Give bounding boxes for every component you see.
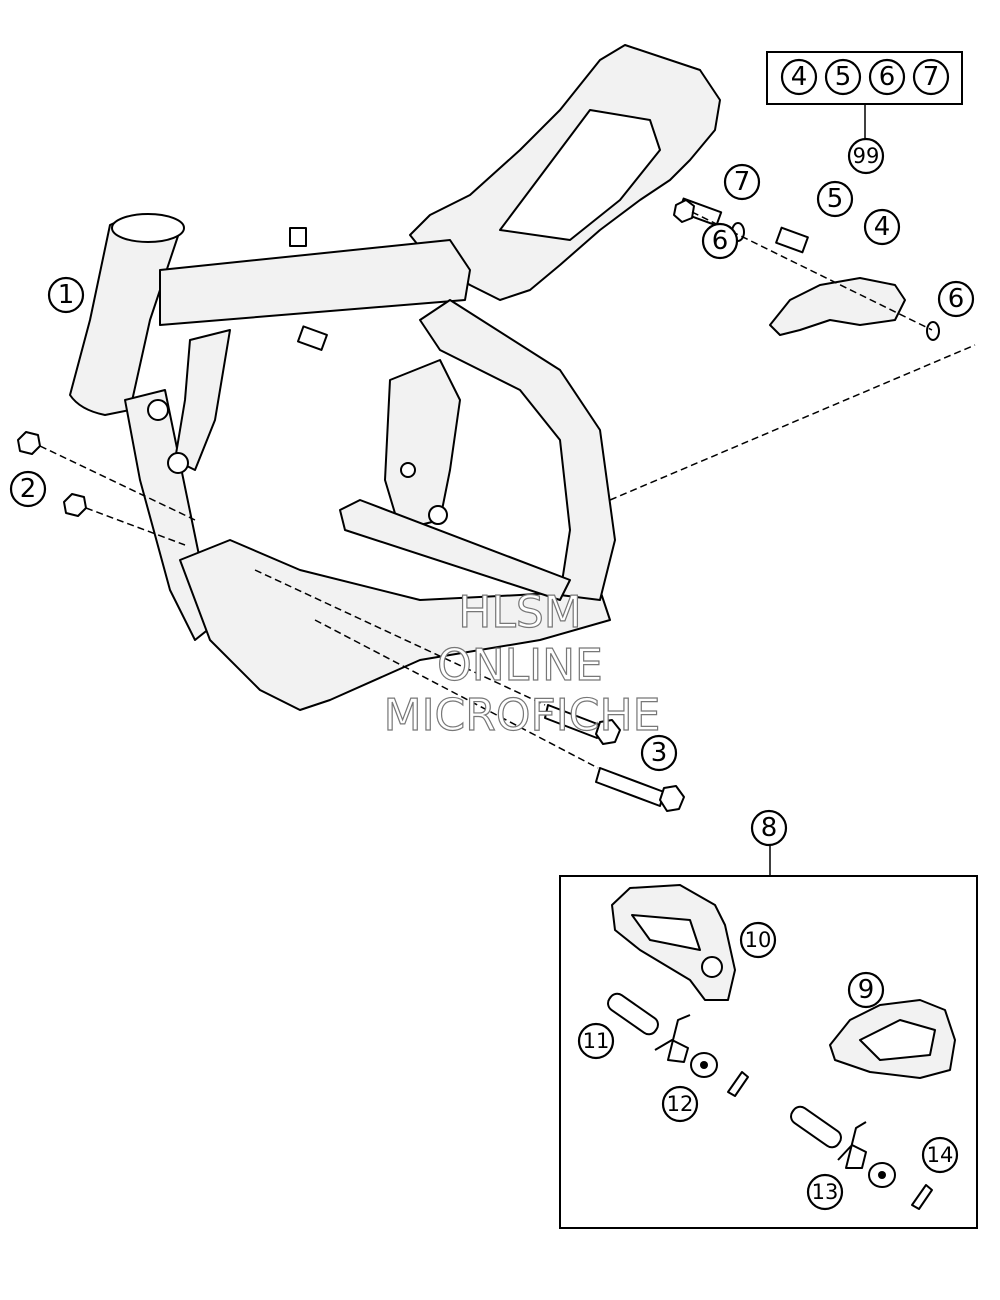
pin-part-13 <box>790 1105 842 1149</box>
callout-6-right[interactable]: 6 <box>937 280 975 318</box>
callout-1[interactable]: 1 <box>47 276 85 314</box>
cotter-pin-right <box>911 1184 933 1210</box>
watermark-line-1: HLSM <box>458 587 582 638</box>
callout-11[interactable]: 11 <box>577 1022 615 1060</box>
frame-drawing <box>69 44 721 711</box>
svg-text:6: 6 <box>879 62 896 92</box>
callout-12[interactable]: 12 <box>661 1085 699 1123</box>
frame-rear-cutout <box>499 109 661 241</box>
svg-text:12: 12 <box>667 1092 694 1116</box>
frame-pin <box>296 325 328 351</box>
watermark: HLSM ONLINE MICROFICHE <box>383 586 661 741</box>
bolt-lower-shaft <box>595 767 665 807</box>
frame-swingarm-plate <box>384 359 461 531</box>
svg-text:7: 7 <box>734 167 751 197</box>
svg-text:2: 2 <box>20 474 37 504</box>
svg-text:14: 14 <box>927 1143 954 1167</box>
callout-10[interactable]: 10 <box>739 921 777 959</box>
dash-to-bracket <box>609 344 976 501</box>
svg-text:4: 4 <box>791 62 808 92</box>
spring-part-11 <box>654 1014 691 1063</box>
svg-text:11: 11 <box>583 1029 610 1053</box>
callout-kit-6[interactable]: 6 <box>868 58 906 96</box>
callout-6-left[interactable]: 6 <box>701 222 739 260</box>
frame-boss-2 <box>167 452 189 474</box>
svg-text:5: 5 <box>827 184 844 214</box>
frame-top-tube <box>159 239 471 326</box>
callout-9[interactable]: 9 <box>847 971 885 1009</box>
dash-nut-upper <box>39 445 196 521</box>
frame-steering-head-top <box>111 213 185 243</box>
svg-text:9: 9 <box>858 975 875 1005</box>
footpeg-parts <box>607 884 956 1210</box>
washer-hole-left <box>700 1061 708 1069</box>
svg-text:8: 8 <box>761 813 778 843</box>
svg-text:10: 10 <box>745 928 772 952</box>
callout-7[interactable]: 7 <box>723 163 761 201</box>
callout-14[interactable]: 14 <box>921 1136 959 1174</box>
frame-top-stud <box>289 227 307 247</box>
footpeg-10-hole <box>701 956 723 978</box>
callout-5[interactable]: 5 <box>816 180 854 218</box>
callout-kit-7[interactable]: 7 <box>912 58 950 96</box>
frame-cross-bar <box>339 499 571 601</box>
bolts-part-3 <box>544 704 685 812</box>
frame-lower-cradle <box>179 539 611 711</box>
bracket-part-4 <box>769 277 906 336</box>
spring-part-13 <box>837 1121 867 1169</box>
watermark-line-3: MICROFICHE <box>384 690 661 741</box>
svg-text:1: 1 <box>58 280 75 310</box>
svg-text:6: 6 <box>948 284 965 314</box>
watermark-line-2: ONLINE <box>437 640 603 691</box>
parts-4-7 <box>673 197 940 341</box>
svg-text:6: 6 <box>712 226 729 256</box>
svg-text:5: 5 <box>835 62 852 92</box>
dash-bolt-lower <box>314 619 599 769</box>
callout-3[interactable]: 3 <box>640 734 678 772</box>
footpeg-9-cutout <box>859 1019 936 1061</box>
svg-text:99: 99 <box>853 144 880 168</box>
callout-2[interactable]: 2 <box>9 470 47 508</box>
svg-text:4: 4 <box>874 212 891 242</box>
callout-kit-4[interactable]: 4 <box>780 58 818 96</box>
footpeg-10-cutout <box>631 914 701 951</box>
washer-part-6-right <box>926 321 940 341</box>
nuts-part-2 <box>17 431 87 517</box>
bolt-lower-head <box>659 785 685 812</box>
nut-lower <box>63 493 87 517</box>
dash-nut-lower <box>85 507 186 546</box>
dash-bolt-upper <box>254 569 546 706</box>
frame-boss-1 <box>147 399 169 421</box>
cotter-pin-left <box>727 1071 749 1097</box>
svg-text:3: 3 <box>651 738 668 768</box>
svg-text:13: 13 <box>812 1180 839 1204</box>
frame-boss-3 <box>428 505 448 525</box>
pin-part-11 <box>607 992 659 1036</box>
frame-down-tube-2 <box>174 329 231 471</box>
callout-13[interactable]: 13 <box>806 1173 844 1211</box>
callout-kit-5[interactable]: 5 <box>824 58 862 96</box>
bolt-upper-head <box>595 719 621 745</box>
washer-hole-right <box>878 1171 886 1179</box>
frame-rear-down-tube <box>419 299 616 601</box>
bolt-upper-shaft <box>544 704 601 739</box>
frame-boss-4 <box>400 462 416 478</box>
bolt-head-part-7 <box>673 199 695 223</box>
nut-upper <box>17 431 41 455</box>
callout-4[interactable]: 4 <box>863 208 901 246</box>
callout-8[interactable]: 8 <box>750 809 788 847</box>
svg-text:7: 7 <box>923 62 940 92</box>
callout-99[interactable]: 99 <box>847 137 885 175</box>
bushing-part-5 <box>775 226 809 254</box>
callouts: 1 2 3 4 5 6 7 99 7 5 6 4 6 8 10 9 11 12 … <box>9 58 975 1211</box>
